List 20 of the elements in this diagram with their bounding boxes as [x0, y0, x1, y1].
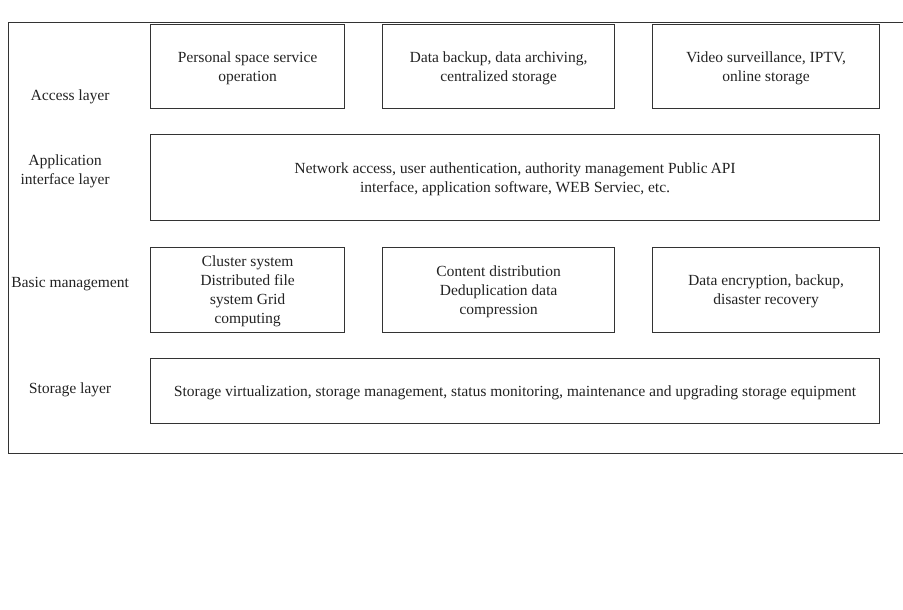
box-text: Data encryption, backup, disaster recovery: [687, 271, 845, 309]
layer-box: [652, 247, 880, 333]
layer-label: Basic management: [10, 272, 130, 292]
layer-label: Application interface layer: [19, 151, 111, 189]
layer-box: [382, 24, 615, 109]
layer-box: [150, 247, 345, 333]
layer-box: [652, 24, 880, 109]
layer-label: Storage layer: [28, 378, 112, 398]
layer-box: [150, 24, 345, 109]
box-text: Data backup, data archiving, centralized storage: [408, 48, 588, 86]
layer-box: [382, 247, 615, 333]
layer-box: [150, 134, 880, 221]
box-text: Video surveillance, IPTV, online storage: [686, 48, 846, 86]
box-text: Network access, user authentication, authority management Public API interface, application software, WEB Serviec, etc.: [293, 158, 737, 196]
box-text: Storage virtualization, storage management, status monitoring, maintenance and upgrading storage equipment: [174, 382, 856, 400]
box-text: Personal space service operation: [178, 48, 318, 86]
box-text: Content distribution Deduplication data compression: [435, 262, 562, 318]
box-text: Cluster system Distributed file system Grid computing: [199, 252, 296, 328]
layer-box: [150, 358, 880, 424]
layer-label: Access layer: [30, 86, 110, 104]
